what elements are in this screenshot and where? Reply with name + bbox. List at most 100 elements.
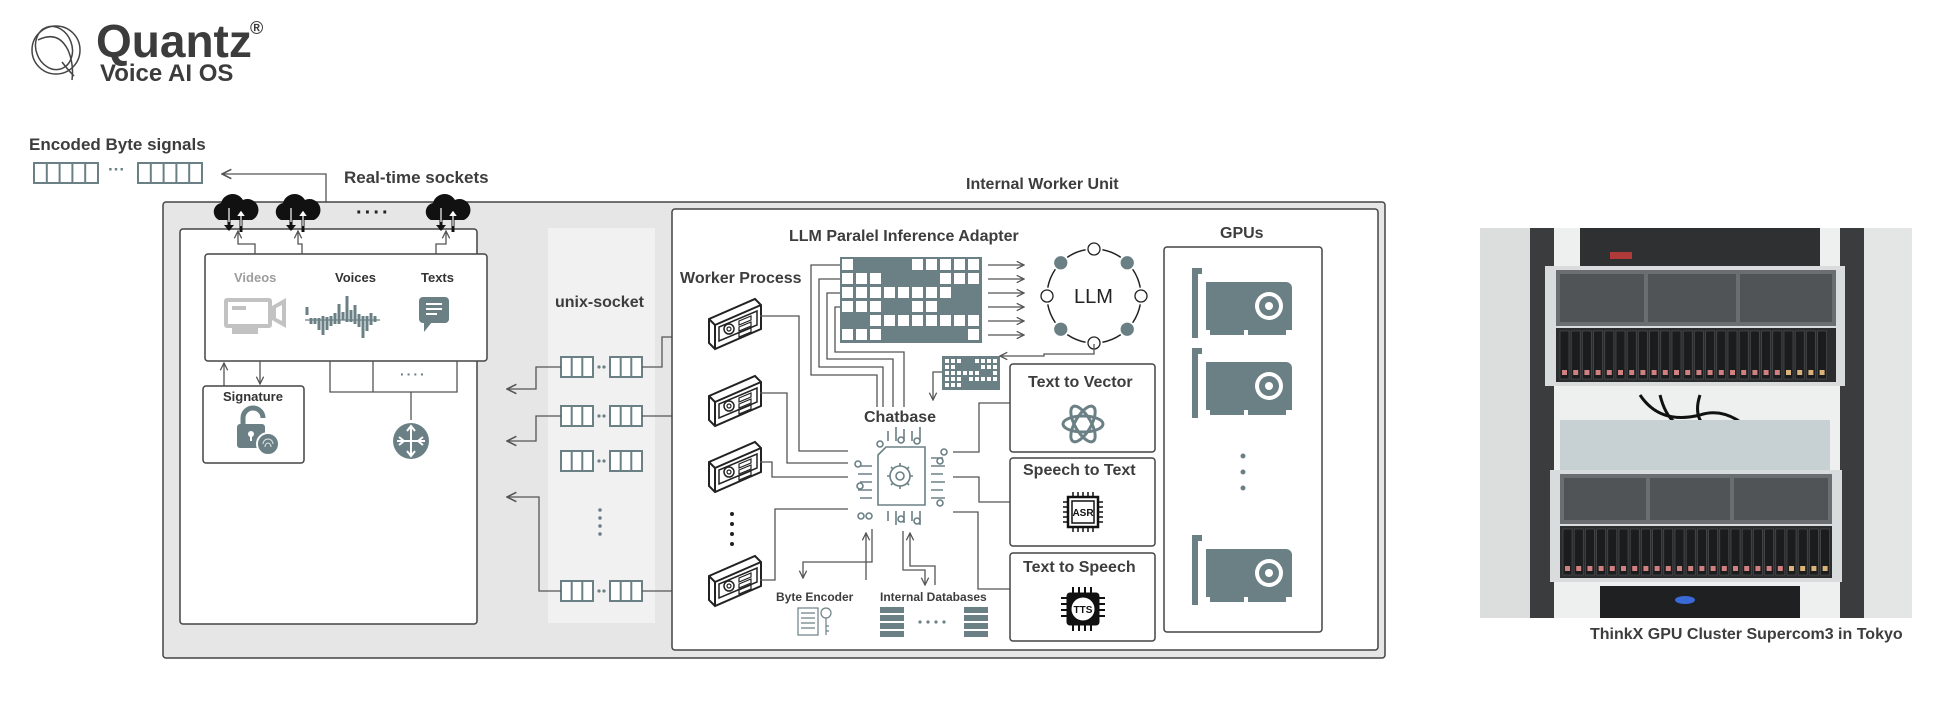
matrix-cell xyxy=(945,359,949,363)
photo-caption: ThinkX GPU Cluster Supercom3 in Tokyo xyxy=(1590,626,1903,643)
drive-led xyxy=(1819,370,1825,375)
drive-bay xyxy=(1562,528,1573,576)
vertical-ellipsis xyxy=(1240,453,1246,491)
llm-ring-arc xyxy=(1132,268,1141,288)
drive-led xyxy=(1573,370,1579,375)
llm-node xyxy=(1040,289,1054,303)
vertical-ellipsis xyxy=(598,508,602,536)
llm-label: LLM xyxy=(1074,286,1113,308)
drive-bay xyxy=(1604,330,1615,380)
service-label-text-to-vector: Text to Vector xyxy=(1028,374,1133,391)
internal-worker-title: Internal Worker Unit xyxy=(966,176,1119,193)
brand-tagline: Voice AI OS xyxy=(100,60,234,87)
drive-bay xyxy=(1671,330,1682,380)
matrix-cell xyxy=(981,377,985,381)
drive-led xyxy=(1609,566,1615,571)
drive-led xyxy=(1730,370,1735,375)
encoded-byte-queue-left xyxy=(33,162,99,184)
llm-node xyxy=(1054,322,1068,336)
drive-led xyxy=(1587,566,1593,571)
llm-node xyxy=(1087,242,1101,256)
adapter-grid-cell xyxy=(870,329,881,340)
drive-bay xyxy=(1585,528,1595,576)
matrix-cell xyxy=(969,377,973,381)
drive-bay xyxy=(1708,528,1718,576)
matrix-cell xyxy=(993,359,997,363)
drive-bay xyxy=(1559,330,1570,380)
adapter-grid-cell xyxy=(898,287,909,298)
tts-chip-icon: TTS xyxy=(1061,587,1105,631)
drive-led xyxy=(1606,370,1612,375)
drive-bay xyxy=(1607,528,1618,576)
matrix-cell xyxy=(975,371,979,375)
matrix-cell xyxy=(951,365,955,369)
drive-bay xyxy=(1685,528,1696,576)
realtime-sockets-label: Real-time sockets xyxy=(344,168,489,187)
horizontal-ellipsis xyxy=(918,620,946,624)
matrix-cell xyxy=(993,371,997,375)
drive-bays xyxy=(1559,330,1830,576)
adapter-grid-cell xyxy=(926,301,937,312)
drive-led xyxy=(1777,566,1783,571)
adapter-output-arrows xyxy=(988,265,1024,335)
drive-bay xyxy=(1674,528,1685,576)
drive-led xyxy=(1618,370,1623,375)
media-label-videos: Videos xyxy=(234,270,277,285)
signature-label: Signature xyxy=(223,389,283,404)
drive-bay xyxy=(1775,528,1786,576)
drive-led xyxy=(1685,370,1691,375)
adapter-grid-cell xyxy=(842,301,853,312)
matrix-cell xyxy=(969,371,973,375)
llm-ring-arc xyxy=(1047,268,1056,288)
matrix-cell xyxy=(987,365,991,369)
matrix-cell xyxy=(951,383,955,387)
drive-bay xyxy=(1582,330,1592,380)
adapter-grid-cell xyxy=(926,287,937,298)
adapter-grid-cell xyxy=(870,273,881,284)
drive-led xyxy=(1651,370,1657,375)
llm-ring-arc xyxy=(1066,249,1086,258)
matrix-cell xyxy=(975,377,979,381)
drive-bay xyxy=(1741,528,1752,576)
drive-led xyxy=(1721,566,1727,571)
adapter-grid-cell xyxy=(884,315,895,326)
drive-led xyxy=(1565,566,1570,571)
adapter-grid-cell xyxy=(856,287,867,298)
drive-led xyxy=(1595,370,1601,375)
drive-led xyxy=(1688,566,1694,571)
adapter-grid-cell xyxy=(856,301,867,312)
embedding-matrix-icon xyxy=(942,356,1000,390)
adapter-grid-cell xyxy=(842,329,853,340)
realtime-sockets-ellipsis: ···· xyxy=(356,202,391,224)
adapter-grid-cell xyxy=(968,329,979,340)
video-camera-icon xyxy=(224,298,286,334)
drive-bay xyxy=(1705,330,1715,380)
cpu-gear-icon xyxy=(854,427,948,525)
drive-bay xyxy=(1764,528,1774,576)
drive-led xyxy=(1677,566,1682,571)
media-label-texts: Texts xyxy=(421,270,454,285)
internal-databases-label: Internal Databases xyxy=(880,590,987,604)
drive-led xyxy=(1621,566,1626,571)
tts-chip-label: TTS xyxy=(1074,605,1093,616)
router-icon xyxy=(393,423,429,459)
drive-led xyxy=(1797,370,1803,375)
media-label-voices: Voices xyxy=(335,270,376,285)
service-box-speech-to-text xyxy=(1009,457,1156,547)
matrix-cell xyxy=(993,377,997,381)
drive-led xyxy=(1741,370,1747,375)
drive-led xyxy=(1733,566,1738,571)
llm-ring-arc xyxy=(1066,334,1086,343)
matrix-cell xyxy=(987,359,991,363)
adapter-grid-frame xyxy=(840,257,982,343)
adapter-grid-cell xyxy=(842,273,853,284)
adapter-grid-cell xyxy=(856,329,867,340)
asr-chip-label: ASR xyxy=(1072,508,1094,519)
adapter-grid-cell xyxy=(954,273,965,284)
drive-led xyxy=(1699,566,1705,571)
chatbase-label: Chatbase xyxy=(864,409,937,426)
drive-bay xyxy=(1738,330,1749,380)
unix-socket-label: unix-socket xyxy=(555,294,644,311)
drive-led xyxy=(1707,370,1713,375)
matrix-cell xyxy=(945,371,949,375)
